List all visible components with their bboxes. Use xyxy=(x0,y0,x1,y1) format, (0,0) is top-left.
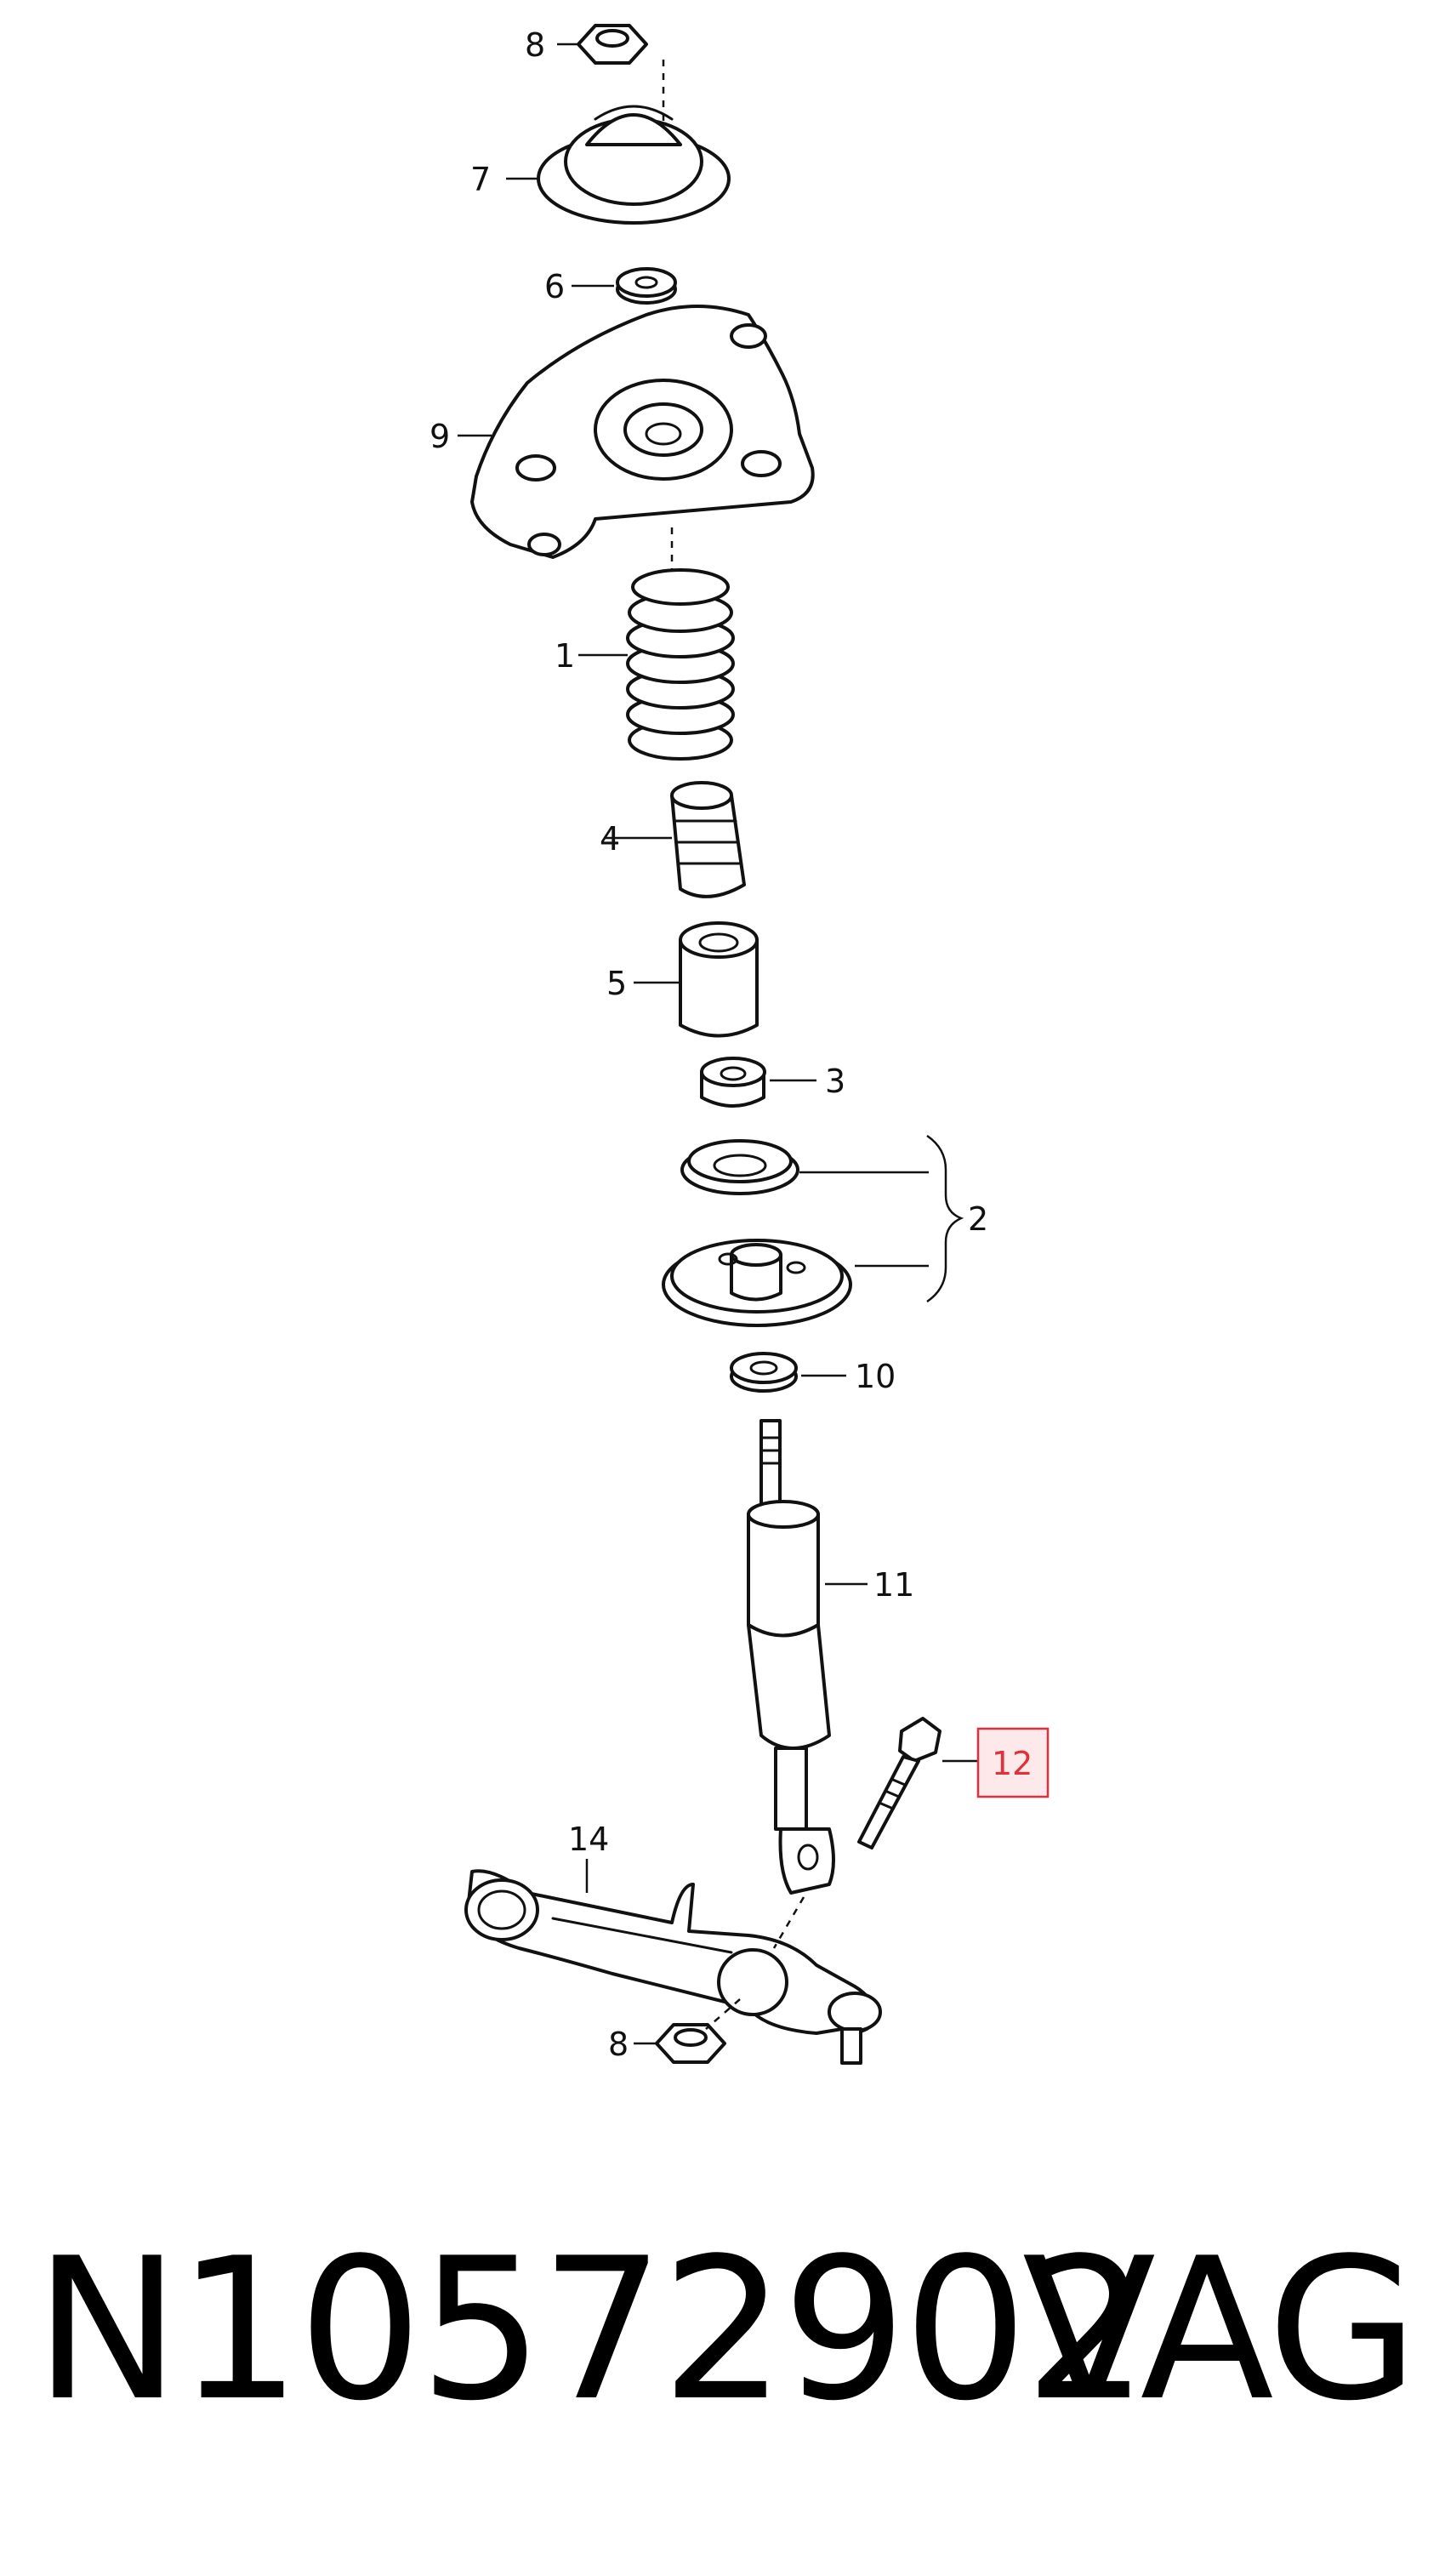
part-5-protective-tube xyxy=(634,921,759,1038)
callout-14: 14 xyxy=(568,1821,609,1858)
callout-10: 10 xyxy=(855,1358,896,1395)
part-3-retainer xyxy=(700,1057,816,1108)
callout-7: 7 xyxy=(470,161,491,198)
part-14-control-arm xyxy=(464,1859,882,2065)
callout-11: 11 xyxy=(873,1566,914,1604)
part-4-bump-stop xyxy=(606,781,746,898)
part-2-spring-seats xyxy=(662,1134,964,1327)
callout-2: 2 xyxy=(968,1200,988,1238)
part-8-bottom-nut xyxy=(634,2023,726,2064)
part-10-washer xyxy=(730,1352,846,1393)
callout-3: 3 xyxy=(825,1063,845,1100)
exploded-parts-diagram: 8 7 6 9 1 xyxy=(430,24,1050,2065)
callout-8-bottom: 8 xyxy=(608,2026,629,2063)
callout-6: 6 xyxy=(544,268,565,305)
part-9-mounting-plate xyxy=(458,305,815,559)
part-11-shock-absorber xyxy=(747,1419,868,1895)
callout-12: 12 xyxy=(992,1745,1033,1782)
part-7-strut-mount xyxy=(506,105,731,225)
callout-5: 5 xyxy=(606,965,627,1002)
part-12-bolt xyxy=(857,1717,978,1849)
callout-8-top: 8 xyxy=(525,26,545,64)
callout-12-highlight[interactable]: 12 xyxy=(976,1727,1050,1798)
callout-9: 9 xyxy=(430,418,450,455)
callout-1: 1 xyxy=(555,637,575,675)
part-6-washer xyxy=(572,267,677,305)
footer: N10572902 VAG xyxy=(0,2212,1445,2450)
part-number: N10572902 xyxy=(34,2217,1149,2444)
part-8-top-nut xyxy=(557,24,648,65)
brand-name: VAG xyxy=(1021,2217,1419,2444)
callout-4: 4 xyxy=(600,820,620,858)
part-1-coil-spring xyxy=(578,568,735,761)
